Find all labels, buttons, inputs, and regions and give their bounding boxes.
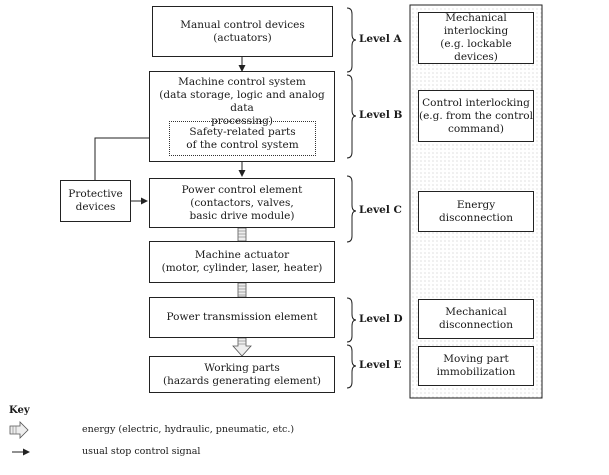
mechanical-interlocking-box: Mechanical interlocking (e.g. lockable d… <box>418 12 534 64</box>
mechanical-disconnection-box: Mechanical disconnection <box>418 299 534 339</box>
working-parts-box: Working parts (hazards generating elemen… <box>149 356 335 393</box>
protective-to-safety-line <box>94 134 168 180</box>
energy-arrow-actuator-to-transmission <box>237 282 247 298</box>
key-stop-signal-label: usual stop control signal <box>82 446 201 457</box>
power-transmission-element-box: Power transmission element <box>149 297 335 338</box>
energy-disconnection-box: Energy disconnection <box>418 191 534 232</box>
manual-control-devices-box: Manual control devices (actuators) <box>152 6 333 57</box>
brace-level-b <box>346 74 357 159</box>
level-b-label: Level B <box>359 109 403 121</box>
level-a-label: Level A <box>359 33 402 45</box>
energy-arrow-transmission-to-working <box>232 337 252 357</box>
energy-arrow-c-to-actuator <box>237 227 247 242</box>
key-energy-label: energy (electric, hydraulic, pneumatic, … <box>82 424 295 435</box>
machine-control-system-box: Machine control system (data storage, lo… <box>149 71 335 162</box>
machine-actuator-box: Machine actuator (motor, cylinder, laser… <box>149 241 335 283</box>
brace-level-d <box>346 297 357 343</box>
key-energy-arrow-icon <box>9 421 29 439</box>
level-d-label: Level D <box>359 313 403 325</box>
protective-devices-box: Protective devices <box>60 180 131 222</box>
moving-part-immobilization-box: Moving part immobilization <box>418 346 534 386</box>
control-interlocking-box: Control interlocking (e.g. from the cont… <box>418 90 534 142</box>
safety-related-parts-box: Safety-related parts of the control syst… <box>169 121 316 156</box>
level-c-label: Level C <box>359 204 402 216</box>
power-control-element-box: Power control element (contactors, valve… <box>149 178 335 228</box>
brace-level-c <box>346 175 357 243</box>
key-title: Key <box>9 405 30 416</box>
level-e-label: Level E <box>359 359 402 371</box>
brace-level-e <box>346 344 357 389</box>
brace-level-a <box>346 7 357 73</box>
